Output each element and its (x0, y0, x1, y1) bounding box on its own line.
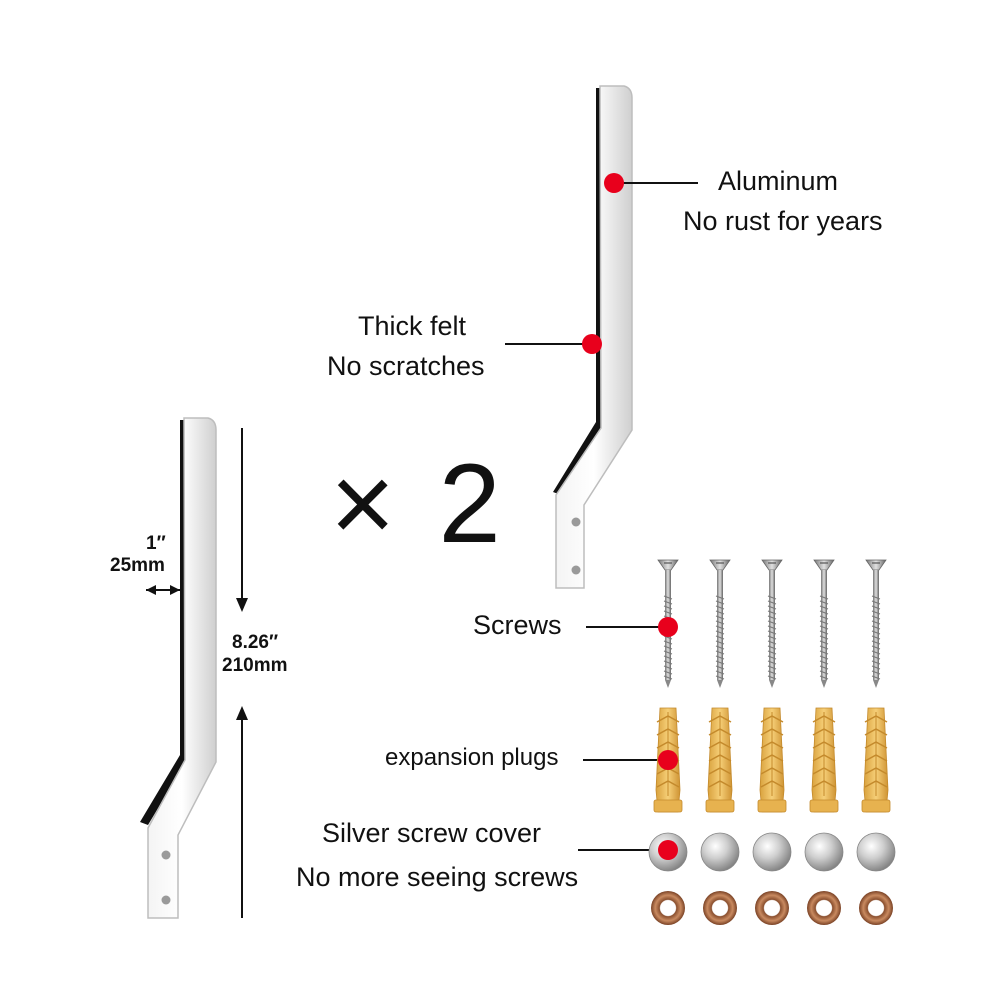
label-length-inch: 8.26″ (232, 632, 279, 653)
washer-4 (807, 891, 841, 925)
label-length-mm: 210mm (222, 655, 288, 676)
mount-hole-right-2 (571, 565, 581, 575)
callout-dot-plugs (658, 750, 678, 770)
callout-dots (582, 173, 678, 860)
screw-2 (709, 559, 731, 688)
expansion-plug-4 (809, 707, 839, 813)
washer-2 (703, 891, 737, 925)
felt-pad-right (553, 88, 604, 495)
length-dimension-arrow (236, 428, 248, 918)
mount-hole-left-2 (161, 895, 171, 905)
screw-3 (761, 559, 783, 688)
bracket-left (140, 417, 217, 919)
expansion-plug-3 (757, 707, 787, 813)
label-no-more-seeing: No more seeing screws (296, 862, 579, 892)
label-aluminum: Aluminum (718, 166, 839, 196)
mount-hole-left-1 (161, 850, 171, 860)
washer-1 (651, 891, 685, 925)
screw-cover-4 (804, 832, 844, 872)
plugs-row (653, 707, 891, 813)
label-width-inch: 1″ (146, 533, 166, 554)
screw-5 (865, 559, 887, 688)
callout-dot-cover (658, 840, 678, 860)
mount-hole-right-1 (571, 517, 581, 527)
callout-dot-screws (658, 617, 678, 637)
callout-dot-felt (582, 334, 602, 354)
quantity-multiplier: × 2 (330, 441, 507, 566)
callout-dot-aluminum (604, 173, 624, 193)
expansion-plug-5 (861, 707, 891, 813)
screw-4 (813, 559, 835, 688)
label-thick-felt: Thick felt (358, 311, 467, 341)
screw-cover-5 (856, 832, 896, 872)
screw-cover-3 (752, 832, 792, 872)
aluminum-bar-left (147, 417, 217, 919)
expansion-plug-2 (705, 707, 735, 813)
screw-cover-2 (700, 832, 740, 872)
aluminum-bar-right (555, 85, 633, 589)
label-expansion-plugs: expansion plugs (385, 744, 559, 771)
label-screws: Screws (473, 610, 562, 640)
width-dimension-arrow (146, 585, 180, 595)
washer-5 (859, 891, 893, 925)
callout-lines (505, 182, 698, 851)
felt-pad-left (140, 420, 188, 825)
label-width-mm: 25mm (110, 555, 165, 576)
screws-row (657, 559, 887, 688)
washers-row (651, 891, 893, 925)
bracket-right (553, 85, 633, 589)
label-no-scratches: No scratches (327, 351, 485, 381)
washer-3 (755, 891, 789, 925)
label-screw-cover: Silver screw cover (322, 818, 542, 848)
covers-row (648, 832, 896, 872)
label-no-rust: No rust for years (683, 206, 883, 236)
